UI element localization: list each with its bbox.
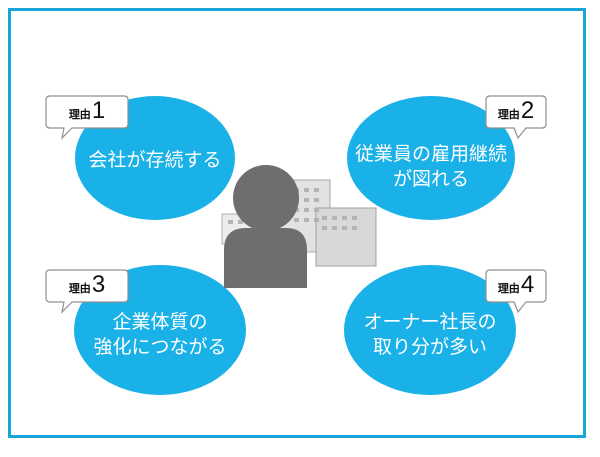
reason-text-line: が図れる (392, 168, 469, 190)
reason-text-2: 従業員の雇用継続 が図れる (349, 142, 513, 192)
reason-tag-number: 3 (91, 271, 106, 298)
reason-text-line: 会社が存続する (88, 149, 222, 171)
reason-tag-number: 4 (520, 271, 535, 298)
reason-tag-number: 1 (91, 97, 106, 124)
person-icon (224, 165, 307, 288)
reason-tag-label: 理由 (68, 282, 91, 295)
reason-tag-number: 2 (520, 97, 535, 124)
reason-tag-3-box (45, 269, 129, 314)
reason-bubble-2 (347, 96, 515, 220)
reason-text-line: オーナー社長の (363, 311, 497, 333)
reason-text-1: 会社が存続する (75, 148, 235, 173)
reason-tag-4: 理由 4 (486, 272, 546, 300)
reason-tag-3: 理由 3 (46, 272, 128, 300)
reason-tag-2: 理由 2 (486, 98, 546, 126)
reason-text-line: 企業体質の (112, 311, 208, 333)
reason-text-line: 従業員の雇用継続 (354, 143, 507, 165)
reason-text-line: 強化につながる (93, 336, 227, 358)
reason-tag-2-box (485, 95, 547, 140)
reason-tag-1-box (45, 95, 129, 140)
reason-tag-label: 理由 (497, 282, 520, 295)
reason-tag-label: 理由 (497, 108, 520, 121)
reason-text-line: 取り分が多い (372, 336, 487, 358)
reason-tag-label: 理由 (68, 108, 91, 121)
reason-text-4: オーナー社長の 取り分が多い (346, 310, 514, 360)
reason-tag-4-box (485, 269, 547, 314)
reason-tag-1: 理由 1 (46, 98, 128, 126)
reason-bubble-4 (344, 265, 516, 395)
reason-text-3: 企業体質の 強化につながる (76, 310, 244, 360)
